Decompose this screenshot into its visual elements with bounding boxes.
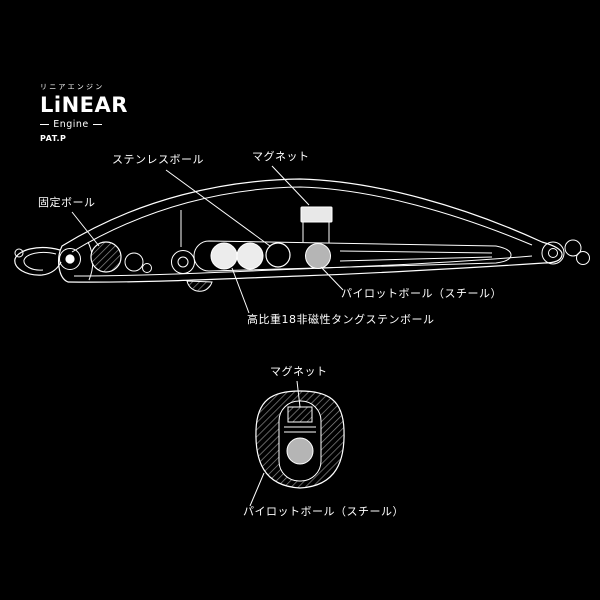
label-cs-magnet: マグネット: [270, 365, 328, 378]
leader-cs-magnet: [296, 380, 301, 408]
logo-kana-text: リニアエンジン: [40, 83, 105, 91]
label-pilot-ball: パイロットボール（スチール）: [341, 287, 502, 300]
lure-lip-inner: [23, 251, 57, 271]
leader-stainless-ball: [165, 169, 271, 247]
linear-engine-logo: リニアエンジン LiNEAR Engine PAT.P: [40, 82, 128, 143]
logo-engine-row: Engine: [40, 119, 102, 130]
logo-name-text: LiNEAR: [40, 93, 128, 117]
tail-eye-outer: [541, 241, 565, 265]
label-magnet: マグネット: [252, 150, 310, 163]
cross-section-magnet: [287, 406, 313, 423]
logo-rule-left: [40, 124, 50, 126]
label-tungsten-ball: 高比重18非磁性タングステンボール: [247, 313, 435, 326]
leader-tungsten-ball: [231, 267, 250, 314]
split-ring-2: [576, 251, 590, 265]
lure-eye-pupil: [65, 254, 75, 264]
tungsten-ball-2: [236, 242, 264, 270]
pivot-inner: [177, 256, 189, 268]
logo-patent-text: PAT.P: [40, 134, 67, 144]
fixed-ball: [90, 241, 122, 273]
mechanism-circle-large: [124, 252, 144, 272]
leader-magnet: [271, 165, 310, 206]
cross-section-magnet-rails: [284, 426, 316, 433]
label-fixed-ball: 固定ボール: [38, 196, 96, 209]
split-ring-1: [564, 239, 582, 257]
pilot-ball: [305, 243, 331, 269]
tube-inner-rail-top: [339, 250, 493, 254]
mechanism-circle-small: [142, 263, 152, 273]
tube-inner-rail-bottom: [339, 256, 493, 262]
logo-engine-text: Engine: [53, 119, 89, 131]
leader-cs-pilot-ball: [249, 472, 265, 507]
leader-fixed-ball: [71, 211, 100, 247]
pivot-outer: [171, 250, 195, 274]
stainless-ball: [265, 242, 291, 268]
lure-inner-top-line: [71, 186, 533, 253]
leader-pilot-ball: [320, 266, 344, 291]
lure-inner-bottom-line: [73, 255, 533, 277]
cross-section-pilot-ball: [286, 437, 314, 465]
magnet-bracket: [302, 222, 330, 243]
belly-hanger: [186, 280, 213, 292]
label-cs-pilot-ball: パイロットボール（スチール）: [243, 505, 404, 518]
tail-eye-inner: [548, 248, 558, 258]
magnet-rect: [300, 206, 333, 223]
tungsten-ball-1: [210, 242, 238, 270]
lure-eye-outer: [59, 248, 81, 270]
logo-rule-right: [92, 124, 102, 126]
line-tie-eyelet: [14, 248, 24, 258]
label-stainless-ball: ステンレスボール: [112, 153, 204, 166]
lure-body-outline: [58, 178, 563, 283]
weight-tube: [193, 240, 512, 272]
lure-lip: [14, 247, 62, 276]
